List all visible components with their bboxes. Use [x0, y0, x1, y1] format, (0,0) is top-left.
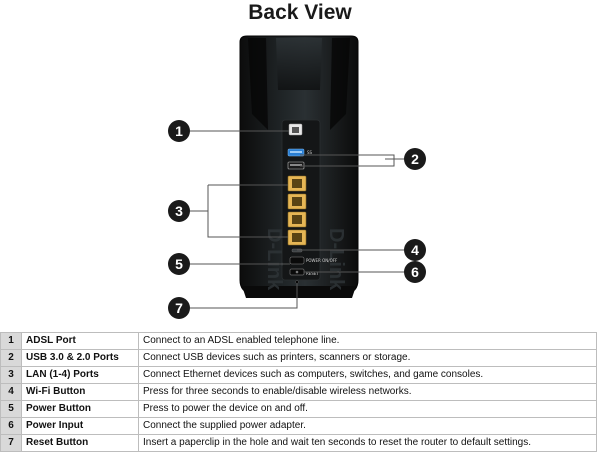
svg-text:2: 2	[411, 151, 419, 167]
callout-5: 5	[168, 253, 190, 275]
row-name: Wi-Fi Button	[21, 383, 139, 401]
row-number: 5	[0, 400, 22, 418]
row-description: Insert a paperclip in the hole and wait …	[138, 434, 597, 452]
row-number: 4	[0, 383, 22, 401]
table-row: 7 Reset Button Insert a paperclip in the…	[0, 434, 597, 452]
callout-1: 1	[168, 120, 190, 142]
power-input-jack	[289, 268, 305, 276]
table-row: 6 Power Input Connect the supplied power…	[0, 417, 597, 435]
row-description: Connect USB devices such as printers, sc…	[138, 349, 597, 367]
row-name: USB 3.0 & 2.0 Ports	[21, 349, 139, 367]
table-row: 5 Power Button Press to power the device…	[0, 400, 597, 418]
row-number: 6	[0, 417, 22, 435]
callout-leader-lines	[190, 130, 404, 309]
usb-ss-label: SS	[307, 150, 313, 155]
adsl-port	[288, 123, 303, 136]
svg-text:3: 3	[175, 203, 183, 219]
row-description: Press to power the device on and off.	[138, 400, 597, 418]
row-description: Connect the supplied power adapter.	[138, 417, 597, 435]
router-back-view-figure: D-Link D-Link SS POWER ON/OFF RESET	[168, 35, 426, 319]
row-description: Press for three seconds to enable/disabl…	[138, 383, 597, 401]
row-name: LAN (1-4) Ports	[21, 366, 139, 384]
page-title: Back View	[248, 1, 352, 24]
usb-3-port	[287, 148, 305, 157]
brand-logo-left: D-Link	[263, 228, 285, 291]
row-name: Power Input	[21, 417, 139, 435]
power-button	[289, 256, 305, 265]
row-name: ADSL Port	[21, 332, 139, 350]
callout-4: 4	[404, 239, 426, 261]
svg-text:4: 4	[411, 242, 419, 258]
svg-text:1: 1	[175, 123, 183, 139]
brand-logo-right: D-Link	[325, 228, 347, 291]
svg-text:6: 6	[411, 264, 419, 280]
row-name: Power Button	[21, 400, 139, 418]
reset-hole	[295, 280, 299, 284]
row-description: Connect to an ADSL enabled telephone lin…	[138, 332, 597, 350]
row-number: 7	[0, 434, 22, 452]
lan-ports	[287, 175, 307, 246]
row-number: 3	[0, 366, 22, 384]
svg-text:5: 5	[175, 256, 183, 272]
table-row: 4 Wi-Fi Button Press for three seconds t…	[0, 383, 597, 401]
table-row: 2 USB 3.0 & 2.0 Ports Connect USB device…	[0, 349, 597, 367]
callout-3: 3	[168, 200, 190, 222]
row-description: Connect Ethernet devices such as compute…	[138, 366, 597, 384]
svg-text:7: 7	[175, 300, 183, 316]
callout-2: 2	[404, 148, 426, 170]
table-row: 3 LAN (1-4) Ports Connect Ethernet devic…	[0, 366, 597, 384]
callout-7: 7	[168, 297, 190, 319]
row-number: 2	[0, 349, 22, 367]
port-description-table: 1 ADSL Port Connect to an ADSL enabled t…	[0, 332, 597, 452]
row-name: Reset Button	[21, 434, 139, 452]
power-button-label: POWER ON/OFF	[306, 258, 338, 263]
callout-6: 6	[404, 261, 426, 283]
reset-label: RESET	[306, 271, 319, 276]
table-row: 1 ADSL Port Connect to an ADSL enabled t…	[0, 332, 597, 350]
row-number: 1	[0, 332, 22, 350]
